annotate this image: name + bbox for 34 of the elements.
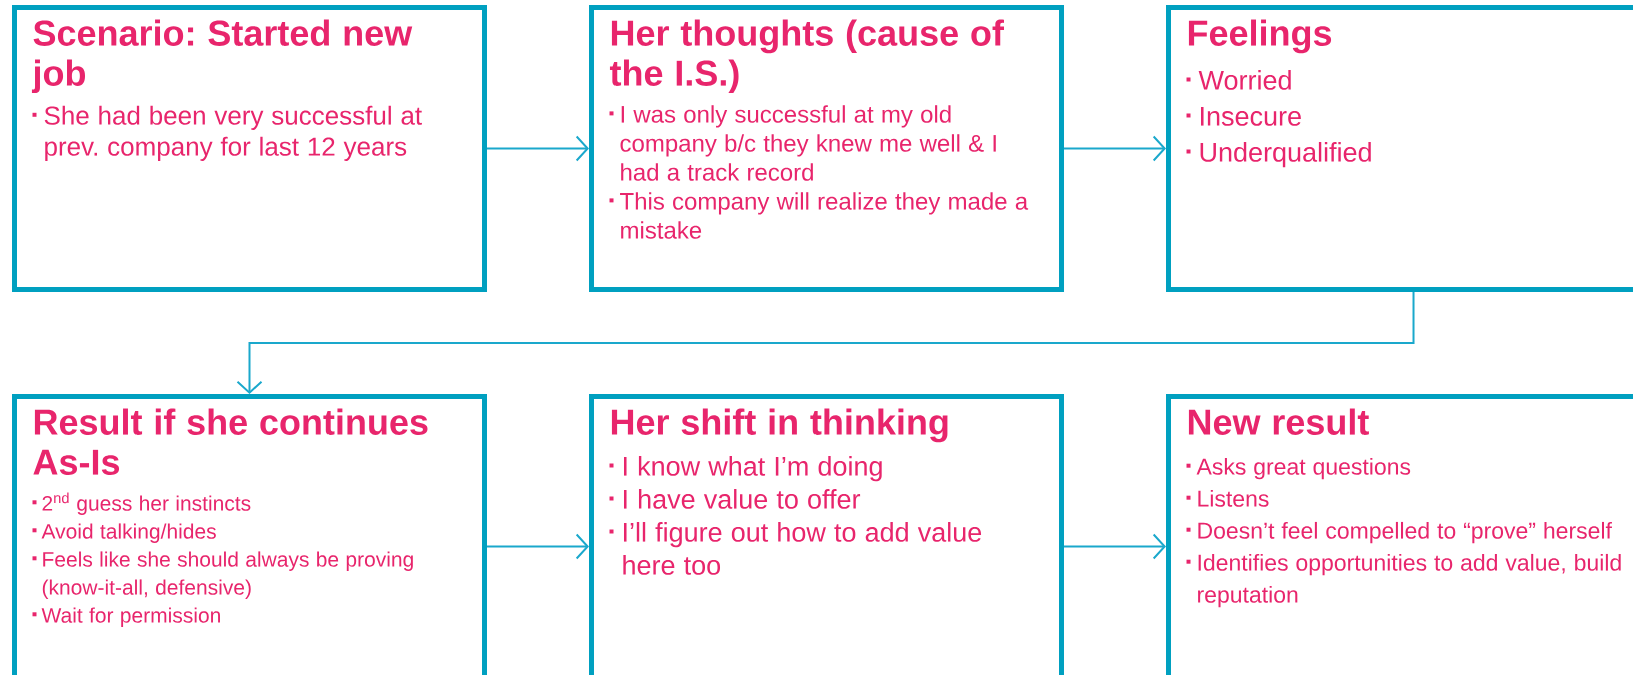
- process-box: [1166, 5, 1633, 292]
- bullet-item: I’ll figure out how to add value here too: [623, 522, 982, 575]
- bullet-item: This company will realize they made a mistake: [620, 192, 1029, 239]
- bullet-item: Doesn’t feel compelled to “prove” herself: [1198, 521, 1612, 544]
- process-box: [12, 5, 487, 292]
- bullet-item: Wait for permission: [41, 607, 220, 627]
- arrow: [486, 533, 589, 560]
- bullet-item: Worried: [1198, 70, 1291, 90]
- bullet-item: Identifies opportunities to add value, build reputation: [1198, 553, 1621, 608]
- bullet-item: I was only successful at my old company b/c they knew me well & I had a track record: [620, 105, 996, 181]
- arrow: [1063, 533, 1166, 560]
- process-box: [589, 5, 1064, 292]
- arrow: [1063, 135, 1166, 162]
- process-box: [589, 394, 1064, 675]
- bullet-item: I know what I’m doing: [624, 456, 882, 482]
- bullet-item: 2$^{nd}$ guess her instincts: [42, 492, 251, 515]
- process-box: [12, 394, 487, 675]
- box-heading: Scenario: Started new job: [31, 19, 413, 94]
- bullet-item: Listens: [1198, 489, 1269, 507]
- box-heading: Result if she continues As-Is: [33, 408, 428, 475]
- box-heading: New result: [1188, 408, 1369, 435]
- box-heading: Her thoughts (cause of the I.S.): [609, 19, 1004, 94]
- bullet-item: Avoid talking/hides: [41, 523, 216, 543]
- bullet-item: She had been very successful at prev. company for last 12 years: [44, 105, 422, 161]
- arrow: [486, 135, 589, 162]
- bullet-item: Insecure: [1201, 107, 1301, 126]
- process-box: [1166, 394, 1633, 675]
- bullet-item: Feels like she should always be proving (know-it-all, defensive): [42, 551, 413, 599]
- bullet-item: Asks great questions: [1196, 457, 1411, 480]
- box-heading: Feelings: [1188, 19, 1332, 54]
- box-heading: Her shift in thinking: [611, 408, 948, 443]
- arrow: [236, 291, 1415, 394]
- bullet-item: Underqualified: [1200, 142, 1371, 168]
- bullet-item: I have value to offer: [624, 489, 861, 509]
